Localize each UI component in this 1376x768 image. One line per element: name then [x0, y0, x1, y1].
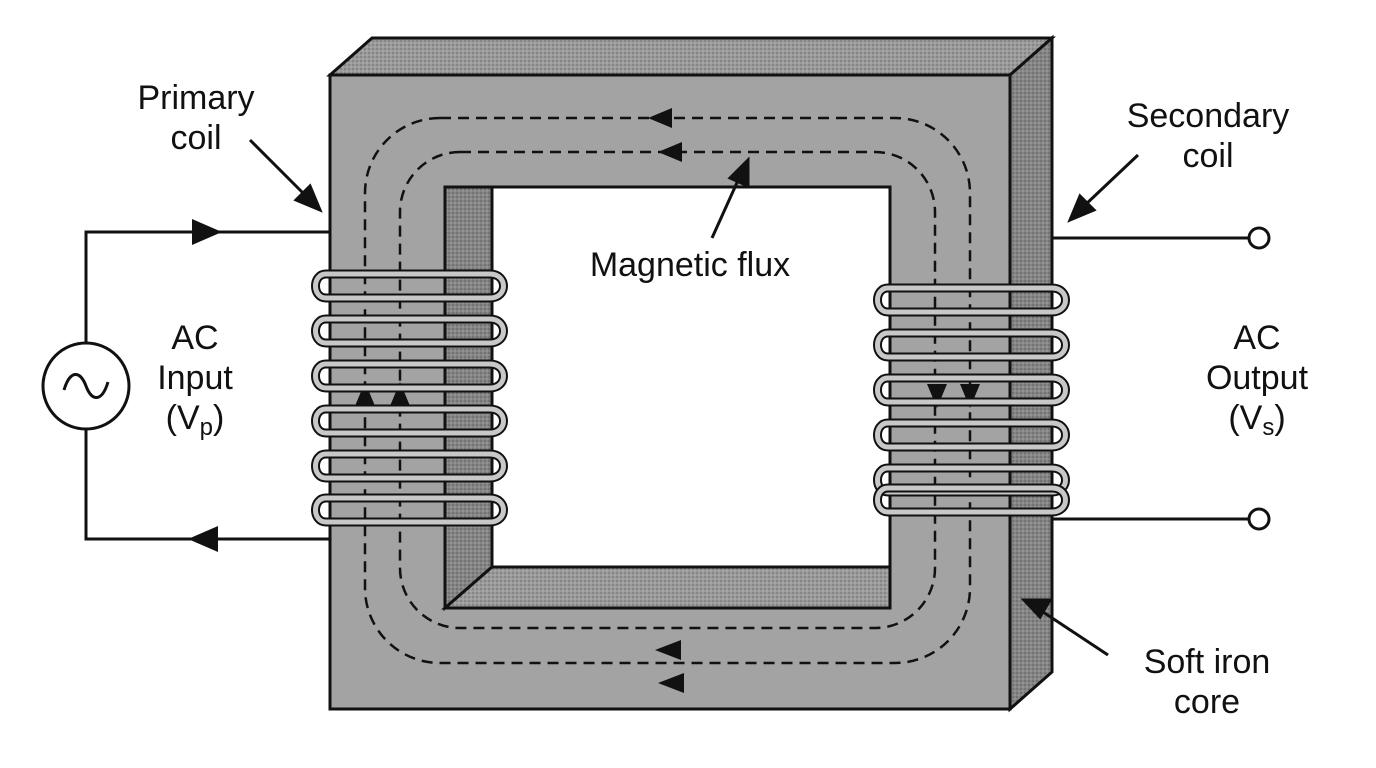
ac-output-label: AC Output (Vs)	[1205, 319, 1309, 442]
current-arrow-in	[192, 219, 222, 245]
coil-winding-highlight	[875, 485, 1068, 515]
soft-iron-core-label: Soft iron core	[1143, 643, 1271, 722]
coil-winding-highlight	[875, 375, 1068, 405]
ac-input-label: AC Input (Vp)	[157, 319, 233, 442]
flux-arrow-bottom-outer	[655, 640, 681, 660]
pointer-arrows	[248, 138, 1140, 657]
flux-arrow-top-outer	[648, 108, 672, 128]
flux-arrow-bottom-inner	[658, 673, 684, 693]
flux-arrow-top-inner	[658, 142, 682, 162]
flux-arrows	[355, 108, 980, 693]
core-window	[490, 185, 892, 569]
magnetic-flux-label: Magnetic flux	[589, 246, 791, 284]
coil-winding-highlight	[875, 330, 1068, 360]
coil-winding-highlight	[313, 451, 506, 481]
primary-coil-pointer-head	[293, 183, 323, 213]
core-pointer	[1039, 608, 1109, 657]
secondary-coil-label: Secondary coil	[1126, 97, 1290, 176]
secondary-coil	[873, 283, 1070, 517]
primary-coil-label: Primary coil	[137, 79, 255, 158]
current-arrow-out	[188, 526, 218, 552]
coil-winding-highlight	[313, 406, 506, 436]
secondary-coil-pointer-head	[1067, 193, 1097, 223]
primary-coil	[311, 269, 508, 527]
coil-winding-highlight	[875, 420, 1068, 450]
coil-winding-highlight	[313, 316, 506, 346]
primary-coil-pointer	[248, 138, 308, 198]
core-pointer-head	[1020, 598, 1053, 620]
core-window-left-bevel	[443, 185, 494, 612]
magnetic-flux-pointer	[710, 175, 742, 239]
sine-wave-icon	[62, 373, 110, 399]
coil-winding-highlight	[313, 495, 506, 525]
flux-arrow-left-outer	[355, 382, 375, 406]
output-terminal-icon	[1247, 226, 1271, 250]
input-wire-top	[84, 230, 330, 343]
flux-arrow-right-outer	[927, 384, 947, 408]
input-wire-bottom	[84, 428, 330, 541]
core-top-face	[326, 36, 1056, 77]
output-terminal-icon	[1247, 507, 1271, 531]
input-circuit	[41, 230, 330, 541]
magnetic-flux-pointer-head	[727, 156, 750, 189]
coil-winding-highlight	[313, 271, 506, 301]
secondary-coil-pointer	[1082, 153, 1140, 208]
coil-winding-highlight	[313, 361, 506, 391]
flux-arrow-right-inner	[960, 384, 980, 408]
flux-arrow-left-inner	[390, 382, 410, 406]
output-circuit	[1052, 226, 1271, 531]
coil-winding-highlight	[875, 285, 1068, 315]
core-window-bottom-bevel	[440, 565, 892, 610]
